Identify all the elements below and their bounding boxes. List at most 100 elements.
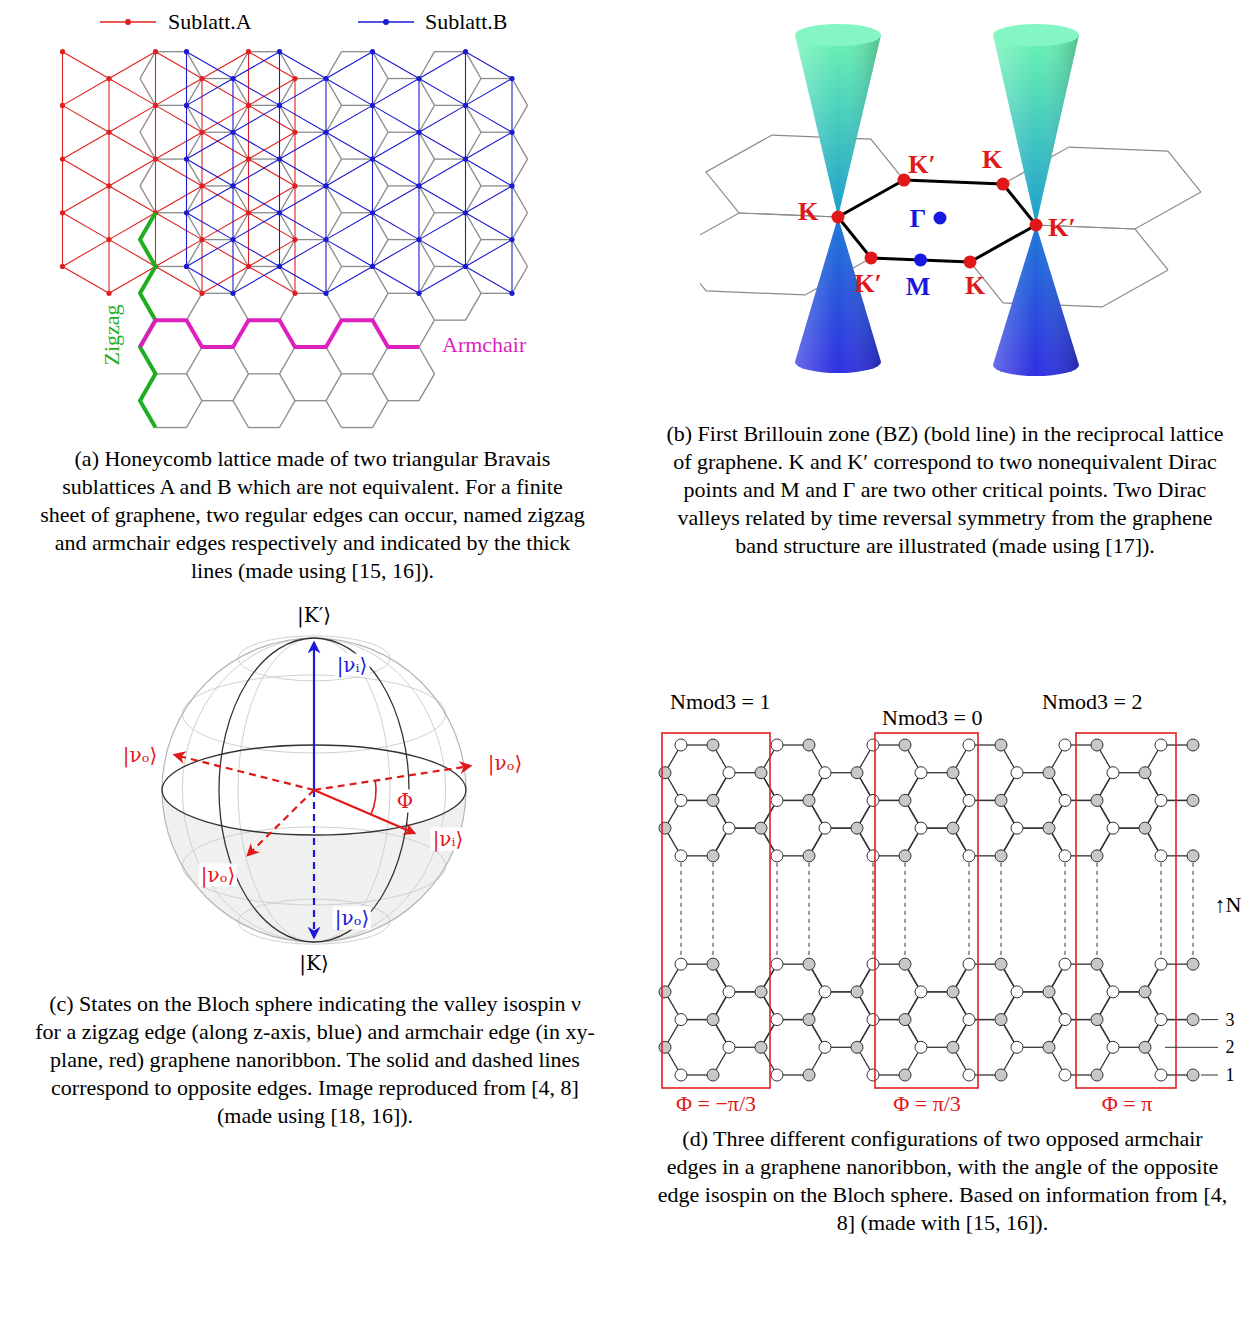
honeycomb-bond bbox=[419, 293, 435, 320]
state-label: Φ bbox=[395, 790, 415, 813]
sublattice-b-bond bbox=[280, 213, 327, 240]
sublattice-b-site bbox=[370, 210, 375, 215]
upper-cone-shade bbox=[795, 35, 881, 217]
honeycomb-bond bbox=[295, 239, 326, 240]
sublattice-b-bond bbox=[372, 105, 373, 159]
honeycomb-bond bbox=[388, 185, 419, 186]
ribbon-site bbox=[707, 850, 719, 862]
sublattice-b-bond bbox=[186, 105, 187, 159]
dirac-point-label: K′ bbox=[1048, 213, 1076, 243]
ribbon-site bbox=[1155, 739, 1167, 751]
ribbon-site bbox=[1155, 1069, 1167, 1081]
sublattice-b-bond bbox=[466, 186, 513, 213]
sublattice-b-bond bbox=[280, 159, 327, 186]
omitted-rows bbox=[681, 863, 1193, 957]
sublattice-b-bond bbox=[325, 240, 326, 294]
ribbon-site bbox=[1059, 1014, 1071, 1026]
subfigure-caption: (c) States on the Bloch sphere indicatin… bbox=[35, 990, 595, 1130]
ribbon-site bbox=[771, 1069, 783, 1081]
ribbon-site bbox=[867, 850, 879, 862]
ribbon-site bbox=[1091, 1069, 1103, 1081]
dirac-point bbox=[964, 255, 977, 268]
honeycomb-bond bbox=[481, 185, 512, 186]
dirac-point bbox=[832, 211, 845, 224]
row-number: 2 bbox=[1225, 1037, 1236, 1058]
ribbon-site bbox=[819, 822, 831, 834]
sublattice-b-bond bbox=[279, 105, 280, 159]
sublattice-b-bond bbox=[466, 52, 513, 79]
sublattice-a-bond bbox=[201, 79, 202, 133]
ribbon-site bbox=[707, 739, 719, 751]
sublattice-b-site bbox=[416, 183, 421, 188]
sublattice-a-bond bbox=[63, 159, 110, 186]
honeycomb-bond bbox=[512, 213, 528, 240]
ribbon-site bbox=[707, 1014, 719, 1026]
honeycomb-bond bbox=[187, 374, 203, 401]
ribbon-site bbox=[995, 1069, 1007, 1081]
ribbon-site bbox=[1187, 1014, 1199, 1026]
sublattice-b-bond bbox=[466, 240, 513, 267]
sublattice-b-site bbox=[463, 264, 468, 269]
sublattice-b-bond bbox=[465, 105, 466, 159]
sublattice-b-bond bbox=[373, 159, 420, 186]
omitted-row-line bbox=[905, 863, 906, 957]
honeycomb-bond bbox=[249, 158, 280, 159]
bloch-sphere bbox=[162, 636, 470, 944]
ribbon-site bbox=[947, 1041, 959, 1053]
ribbon-site bbox=[803, 739, 815, 751]
sublattice-b-bond bbox=[511, 186, 512, 240]
ribbon-site bbox=[995, 850, 1007, 862]
ribbon-site bbox=[1043, 986, 1055, 998]
ribbon-site bbox=[1091, 739, 1103, 751]
sublattice-a-site bbox=[60, 156, 65, 161]
sublattice-b-site bbox=[277, 49, 282, 54]
state-label: |K⟩ bbox=[297, 952, 330, 975]
sublattice-a-bond bbox=[201, 132, 202, 186]
honeycomb-bond bbox=[342, 212, 373, 213]
honeycomb-bond bbox=[512, 159, 528, 186]
row-leaders bbox=[1165, 1020, 1218, 1075]
sublattice-b-site bbox=[370, 156, 375, 161]
honeycomb-bond bbox=[373, 347, 389, 374]
honeycomb-bond bbox=[249, 51, 280, 52]
sublattice-a-bond bbox=[294, 186, 295, 240]
honeycomb-bond bbox=[481, 293, 512, 294]
sublattice-b-bond bbox=[186, 159, 187, 213]
sublattice-a-bond bbox=[294, 132, 295, 186]
sublattice-a-bond bbox=[155, 159, 156, 213]
sublattice-a-site bbox=[60, 49, 65, 54]
sublattice-a-bond bbox=[62, 52, 63, 106]
sublattice-a-bond bbox=[156, 266, 203, 293]
sublattice-b-site bbox=[416, 130, 421, 135]
honeycomb-bond bbox=[435, 266, 466, 267]
sublattice-a-site bbox=[199, 130, 204, 135]
ribbon-site bbox=[803, 1069, 815, 1081]
sublattice-b-bond bbox=[373, 240, 420, 267]
honeycomb-bond bbox=[481, 132, 512, 133]
ribbon-site bbox=[915, 822, 927, 834]
ribbon-site bbox=[851, 822, 863, 834]
sublattice-a-site bbox=[106, 291, 111, 296]
angle-label: Φ = π/3 bbox=[891, 1091, 963, 1116]
honeycomb-bond bbox=[342, 427, 373, 428]
ribbon-site bbox=[963, 1014, 975, 1026]
sublattice-b-bond bbox=[233, 132, 280, 159]
sublattice-b-bond bbox=[466, 266, 513, 293]
ribbon-site bbox=[755, 767, 767, 779]
state-label: |νₒ⟩ bbox=[121, 744, 159, 767]
sublattice-a-bond bbox=[63, 266, 110, 293]
sublattice-a-bond bbox=[156, 213, 203, 240]
ribbon-site bbox=[899, 794, 911, 806]
sublattice-b-site bbox=[230, 76, 235, 81]
sublattice-b-site bbox=[416, 76, 421, 81]
honeycomb-bond bbox=[202, 78, 233, 79]
ribbon-site bbox=[963, 794, 975, 806]
omitted-row-line bbox=[1001, 863, 1002, 957]
ribbon-site bbox=[1155, 850, 1167, 862]
sublattice-b-site bbox=[370, 264, 375, 269]
meridian bbox=[219, 638, 409, 942]
legend-swatch bbox=[100, 19, 156, 25]
ribbon-site bbox=[755, 1041, 767, 1053]
ribbon-site bbox=[675, 850, 687, 862]
ribbon-sites bbox=[659, 958, 1199, 1081]
